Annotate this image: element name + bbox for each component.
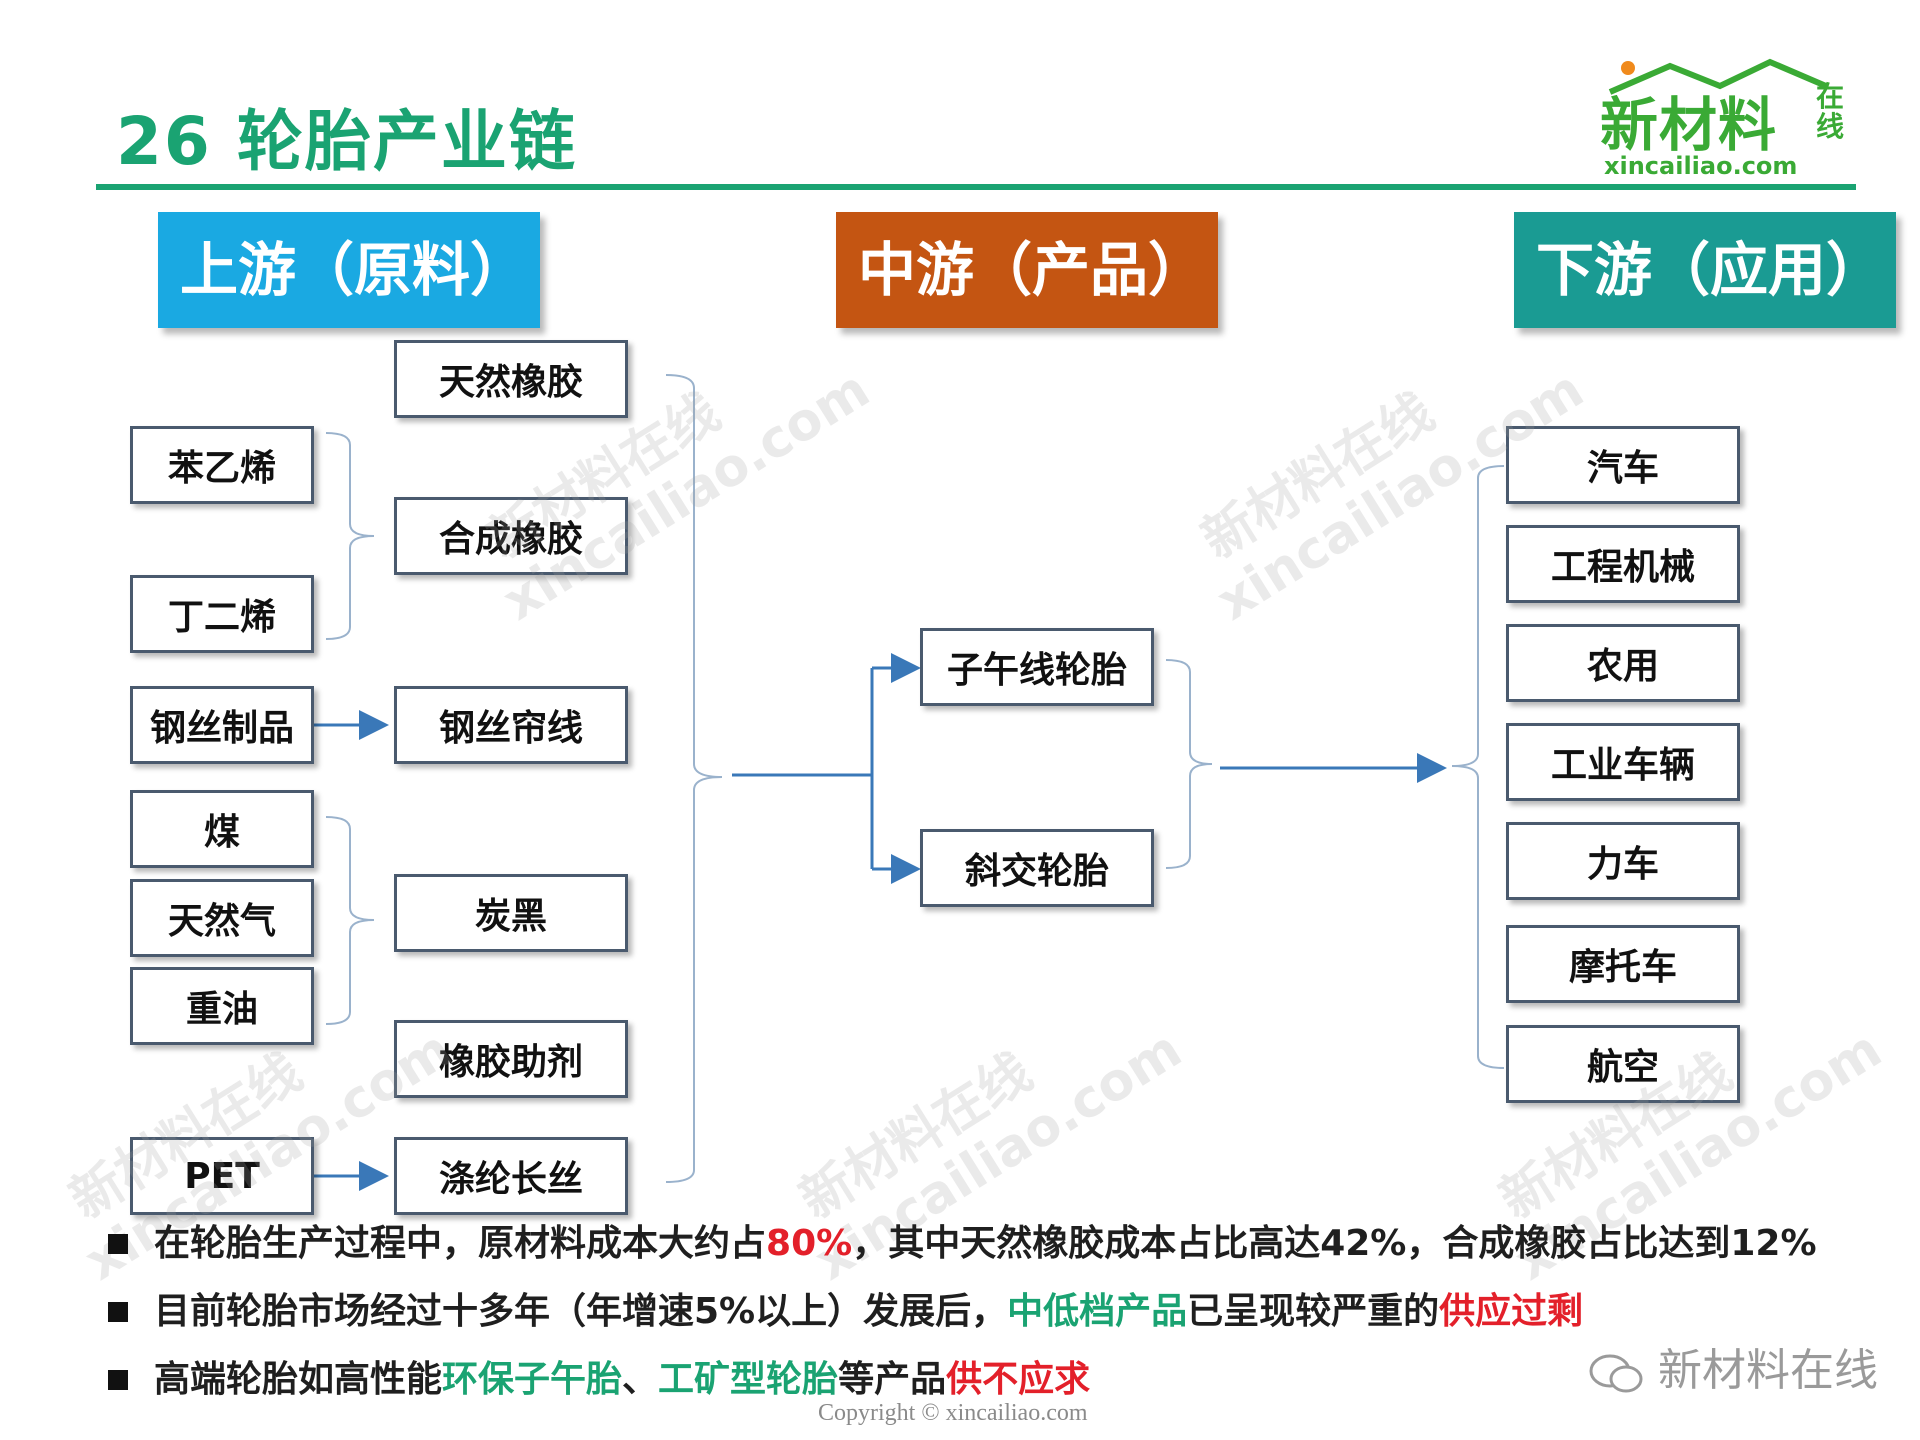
bullet-item: 高端轮胎如高性能环保子午胎、工矿型轮胎等产品供不应求 <box>106 1354 1886 1422</box>
bullet-text: 已呈现较严重的 <box>1187 1291 1440 1332</box>
logo-url: xincailiao.com <box>1604 152 1798 180</box>
wechat-account: 新材料在线 <box>1588 1334 1878 1398</box>
title-divider <box>96 184 1856 190</box>
bullet-text: 高端轮胎如高性能 <box>154 1359 443 1400</box>
logo-wordmark: 新材料 <box>1600 91 1778 159</box>
raw-styrene: 苯乙烯 <box>130 426 314 504</box>
downstream-header: 下游（应用） <box>1514 212 1896 328</box>
highlight-green: 环保子午胎 <box>442 1359 623 1400</box>
application-rickshaw: 力车 <box>1506 822 1740 900</box>
raw-coal: 煤 <box>130 790 314 868</box>
bullet-text: ，其中天然橡胶成本占比高达42%，合成橡胶占比达到12% <box>852 1223 1817 1264</box>
raw-steel-wire-products: 钢丝制品 <box>130 686 314 764</box>
raw-pet: PET <box>130 1137 314 1215</box>
product-bias-tire: 斜交轮胎 <box>920 829 1154 907</box>
application-agricultural: 农用 <box>1506 624 1740 702</box>
midstream-header: 中游（产品） <box>836 212 1218 328</box>
application-motorcycle: 摩托车 <box>1506 925 1740 1003</box>
bullet-list: 在轮胎生产过程中，原材料成本大约占80%，其中天然橡胶成本占比高达42%，合成橡… <box>106 1218 1886 1422</box>
highlight-red: 供应过剩 <box>1439 1291 1584 1332</box>
page-title: 26 轮胎产业链 <box>116 103 577 180</box>
highlight-green: 工矿型轮胎 <box>658 1359 839 1400</box>
material-synthetic-rubber: 合成橡胶 <box>394 497 628 575</box>
application-construction-machinery: 工程机械 <box>1506 525 1740 603</box>
house-roof-icon <box>1608 58 1828 95</box>
bullet-text: 等产品 <box>838 1359 947 1400</box>
logo-side-text: 在线 <box>1816 80 1845 143</box>
material-steel-cord: 钢丝帘线 <box>394 686 628 764</box>
material-polyester-filament: 涤纶长丝 <box>394 1137 628 1215</box>
bullet-text: 目前轮胎市场经过十多年（年增速5%以上）发展后， <box>154 1291 1008 1332</box>
bullet-text: 、 <box>622 1359 659 1400</box>
square-bullet-icon <box>108 1234 128 1254</box>
raw-heavy-oil: 重油 <box>130 967 314 1045</box>
raw-butadiene: 丁二烯 <box>130 575 314 653</box>
material-carbon-black: 炭黑 <box>394 874 628 952</box>
wechat-icon <box>1589 1354 1643 1393</box>
application-aviation: 航空 <box>1506 1025 1740 1103</box>
material-natural-rubber: 天然橡胶 <box>394 340 628 418</box>
material-rubber-additives: 橡胶助剂 <box>394 1020 628 1098</box>
wechat-account-name: 新材料在线 <box>1658 1345 1878 1396</box>
highlight-red: 供不应求 <box>946 1359 1091 1400</box>
bullet-item: 目前轮胎市场经过十多年（年增速5%以上）发展后，中低档产品已呈现较严重的供应过剩 <box>106 1286 1886 1354</box>
square-bullet-icon <box>108 1302 128 1322</box>
application-automobile: 汽车 <box>1506 426 1740 504</box>
logo: 新材料 在线 xincailiao.com <box>1600 56 1860 180</box>
bullet-item: 在轮胎生产过程中，原材料成本大约占80%，其中天然橡胶成本占比高达42%，合成橡… <box>106 1218 1886 1286</box>
highlight-red: 80% <box>766 1223 853 1264</box>
product-radial-tire: 子午线轮胎 <box>920 628 1154 706</box>
copyright-notice: Copyright © xincailiao.com <box>818 1400 1088 1426</box>
bullet-text: 在轮胎生产过程中，原材料成本大约占 <box>154 1223 767 1264</box>
upstream-header: 上游（原料） <box>158 212 540 328</box>
application-industrial-vehicles: 工业车辆 <box>1506 723 1740 801</box>
highlight-green: 中低档产品 <box>1007 1291 1188 1332</box>
raw-natural-gas: 天然气 <box>130 879 314 957</box>
square-bullet-icon <box>108 1370 128 1390</box>
